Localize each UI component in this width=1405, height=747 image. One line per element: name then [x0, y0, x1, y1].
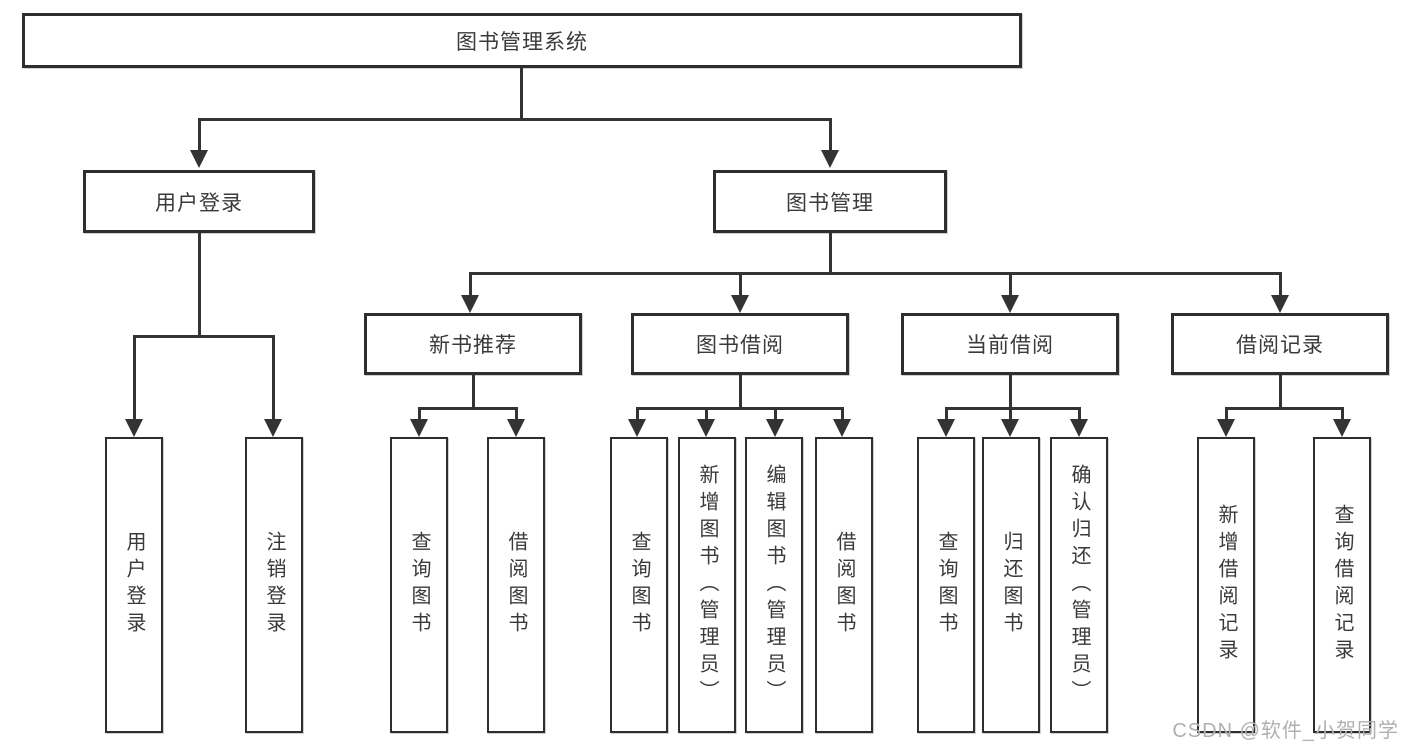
arrowhead — [410, 419, 428, 437]
leaf-user-login-label: 用户登录 — [123, 531, 145, 639]
connector-line — [469, 272, 1282, 275]
connector-line — [469, 272, 472, 296]
connector-line — [841, 407, 844, 420]
connector-line — [945, 407, 1081, 410]
connector-line — [133, 335, 275, 338]
arrowhead — [125, 419, 143, 437]
connector-line — [198, 118, 832, 121]
connector-line — [739, 272, 742, 296]
leaf-add-borrow-record: 新增借阅记录 — [1197, 437, 1255, 733]
node-new-book-recommend: 新书推荐 — [364, 313, 582, 375]
leaf-borrow-books-1-label: 借阅图书 — [505, 531, 527, 639]
leaf-logout-label: 注销登录 — [263, 531, 285, 639]
leaf-logout: 注销登录 — [245, 437, 303, 733]
arrowhead — [766, 419, 784, 437]
connector-line — [520, 68, 523, 118]
connector-line — [1225, 407, 1344, 410]
connector-line — [1341, 407, 1344, 420]
node-book-management-label: 图书管理 — [786, 191, 874, 215]
connector-line — [1009, 375, 1012, 410]
connector-line — [198, 118, 201, 151]
leaf-return-book: 归还图书 — [982, 437, 1040, 733]
arrowhead — [821, 150, 839, 168]
leaf-add-book-admin-label: 新增图书（管理员） — [696, 463, 718, 707]
leaf-edit-book-admin-label: 编辑图书（管理员） — [763, 463, 785, 707]
connector-line — [472, 375, 475, 410]
leaf-query-books-1-label: 查询图书 — [408, 531, 430, 639]
leaf-query-books-3: 查询图书 — [917, 437, 975, 733]
leaf-query-books-2-label: 查询图书 — [628, 531, 650, 639]
arrowhead — [461, 295, 479, 313]
connector-line — [272, 335, 275, 420]
arrowhead — [1001, 295, 1019, 313]
node-new-book-recommend-label: 新书推荐 — [429, 334, 517, 357]
leaf-add-borrow-record-label: 新增借阅记录 — [1215, 504, 1237, 666]
leaf-query-borrow-record-label: 查询借阅记录 — [1331, 504, 1353, 666]
leaf-confirm-return-admin-label: 确认归还（管理员） — [1068, 463, 1090, 707]
connector-line — [1078, 407, 1081, 420]
leaf-query-books-1: 查询图书 — [390, 437, 448, 733]
leaf-query-borrow-record: 查询借阅记录 — [1313, 437, 1371, 733]
connector-line — [515, 407, 518, 420]
leaf-query-books-2: 查询图书 — [610, 437, 668, 733]
connector-line — [739, 375, 742, 410]
connector-line — [1009, 272, 1012, 296]
connector-line — [1009, 407, 1012, 420]
leaf-edit-book-admin: 编辑图书（管理员） — [745, 437, 803, 733]
connector-line — [1225, 407, 1228, 420]
arrowhead — [628, 419, 646, 437]
arrowhead — [1271, 295, 1289, 313]
connector-line — [945, 407, 948, 420]
connector-line — [829, 233, 832, 275]
arrowhead — [731, 295, 749, 313]
arrowhead — [264, 419, 282, 437]
arrowhead — [190, 150, 208, 168]
arrowhead — [937, 419, 955, 437]
node-current-borrow: 当前借阅 — [901, 313, 1119, 375]
connector-line — [636, 407, 844, 410]
connector-line — [774, 407, 777, 420]
leaf-borrow-books-2-label: 借阅图书 — [833, 531, 855, 639]
leaf-query-books-3-label: 查询图书 — [935, 531, 957, 639]
csdn-watermark: CSDN @软件_小贺同学 — [1172, 720, 1399, 742]
arrowhead — [697, 419, 715, 437]
leaf-borrow-books-2: 借阅图书 — [815, 437, 873, 733]
node-root: 图书管理系统 — [22, 13, 1022, 68]
connector-line — [418, 407, 421, 420]
leaf-confirm-return-admin: 确认归还（管理员） — [1050, 437, 1108, 733]
node-borrow-records: 借阅记录 — [1171, 313, 1389, 375]
arrowhead — [1001, 419, 1019, 437]
connector-line — [1279, 375, 1282, 410]
leaf-return-book-label: 归还图书 — [1000, 531, 1022, 639]
connector-line — [636, 407, 639, 420]
arrowhead — [833, 419, 851, 437]
node-current-borrow-label: 当前借阅 — [966, 334, 1054, 357]
connector-line — [133, 335, 136, 420]
leaf-borrow-books-1: 借阅图书 — [487, 437, 545, 733]
connector-line — [418, 407, 518, 410]
node-user-login: 用户登录 — [83, 170, 315, 233]
arrowhead — [1217, 419, 1235, 437]
node-book-borrow: 图书借阅 — [631, 313, 849, 375]
node-book-management: 图书管理 — [713, 170, 947, 233]
leaf-user-login: 用户登录 — [105, 437, 163, 733]
leaf-add-book-admin: 新增图书（管理员） — [678, 437, 736, 733]
node-borrow-records-label: 借阅记录 — [1236, 334, 1324, 357]
connector-line — [1279, 272, 1282, 296]
connector-line — [829, 118, 832, 151]
node-root-label: 图书管理系统 — [456, 30, 588, 54]
connector-line — [198, 233, 201, 338]
arrowhead — [1333, 419, 1351, 437]
arrowhead — [1070, 419, 1088, 437]
node-user-login-label: 用户登录 — [155, 191, 243, 215]
node-book-borrow-label: 图书借阅 — [696, 334, 784, 357]
arrowhead — [507, 419, 525, 437]
connector-line — [705, 407, 708, 420]
